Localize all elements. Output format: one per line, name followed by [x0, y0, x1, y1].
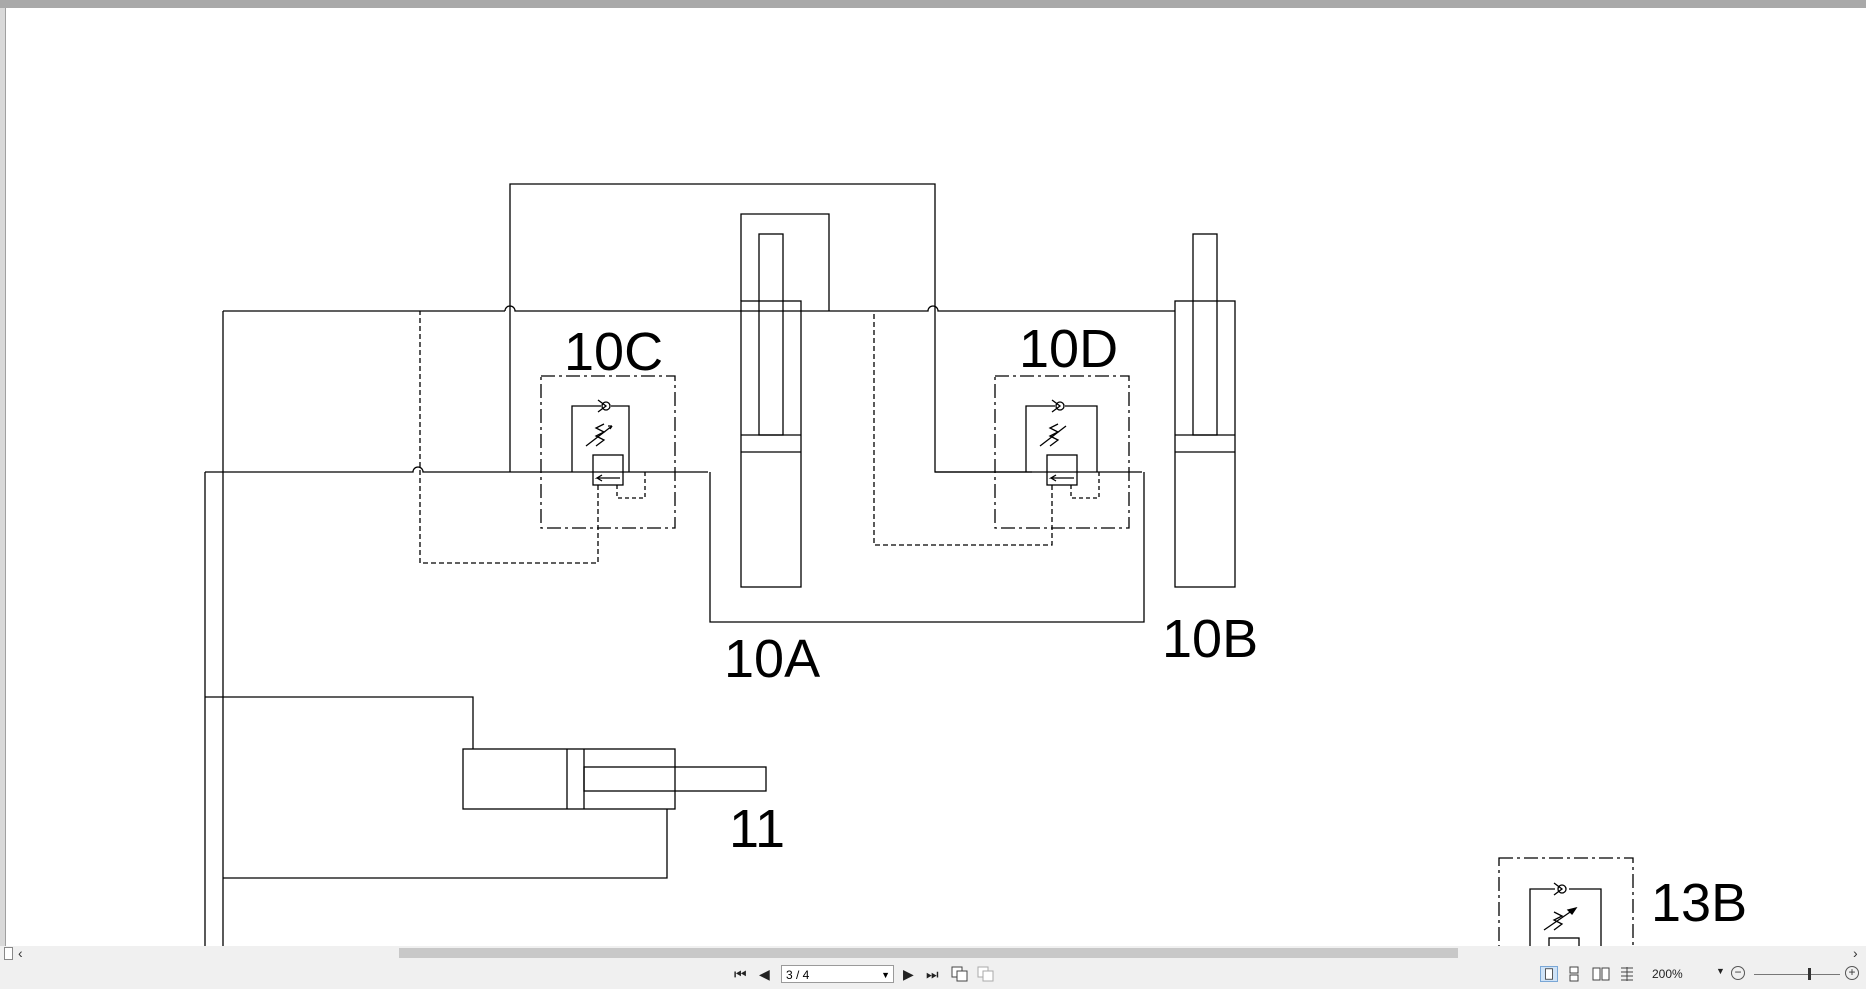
book-view-icon[interactable]: [977, 966, 995, 982]
pipe-mid-line: [205, 466, 708, 473]
label-10b: 10B: [1162, 609, 1258, 669]
zoom-dropdown-icon[interactable]: ▼: [1716, 966, 1725, 976]
document-canvas: 10C 10D 10A 10B 11 13B: [6, 8, 1866, 946]
label-11: 11: [729, 799, 785, 859]
scroll-right-icon[interactable]: ›: [1853, 945, 1858, 961]
hydraulic-schematic: 10C 10D 10A 10B 11 13B: [204, 183, 1747, 946]
left-panel-edge[interactable]: [0, 8, 6, 947]
continuous-view-icon[interactable]: [1565, 966, 1583, 982]
valve-13b: [1498, 857, 1634, 946]
label-10a: 10A: [724, 629, 820, 689]
valve-10d: [873, 311, 1130, 546]
cylinder-10b: [1174, 233, 1236, 588]
zoom-out-icon[interactable]: −: [1731, 966, 1745, 980]
scrollbar-thumb[interactable]: [399, 948, 1458, 958]
label-10c: 10C: [564, 322, 663, 382]
next-page-icon[interactable]: ▶: [903, 966, 914, 982]
first-page-icon[interactable]: ⏮: [734, 966, 747, 982]
page-number-field[interactable]: 3 / 4 ▼: [781, 965, 894, 983]
sidebar-toggle-icon[interactable]: [4, 947, 13, 960]
page-indicator: 3 / 4: [786, 968, 810, 982]
multi-page-view-icon[interactable]: [951, 966, 969, 982]
pipe-inner-loop: [740, 213, 830, 311]
valve-10c: [419, 311, 676, 564]
zoom-slider[interactable]: [1754, 974, 1840, 975]
pipe-top-crossover: [504, 305, 1175, 312]
status-bar: ⏮ ◀ 3 / 4 ▼ ▶ ⏭ 200% ▼ − +: [0, 960, 1866, 989]
chevron-down-icon[interactable]: ▼: [881, 970, 890, 980]
label-13b: 13B: [1651, 873, 1747, 933]
two-page-continuous-icon[interactable]: [1618, 966, 1636, 982]
zoom-in-icon[interactable]: +: [1845, 966, 1859, 980]
previous-page-icon[interactable]: ◀: [759, 966, 770, 982]
scroll-left-icon[interactable]: ‹: [18, 945, 23, 961]
pipe-bottom-return: [709, 472, 1145, 623]
last-page-icon[interactable]: ⏭: [926, 966, 939, 982]
cylinder-10a: [740, 233, 802, 588]
zoom-level[interactable]: 200%: [1652, 967, 1683, 981]
label-10d: 10D: [1019, 319, 1118, 379]
cylinder-11: [205, 696, 767, 879]
window-top-border: [0, 0, 1866, 8]
horizontal-scrollbar[interactable]: ‹ ›: [0, 945, 1866, 961]
single-page-view-icon[interactable]: [1540, 966, 1558, 982]
zoom-slider-thumb[interactable]: [1808, 968, 1811, 980]
two-page-view-icon[interactable]: [1592, 966, 1610, 982]
